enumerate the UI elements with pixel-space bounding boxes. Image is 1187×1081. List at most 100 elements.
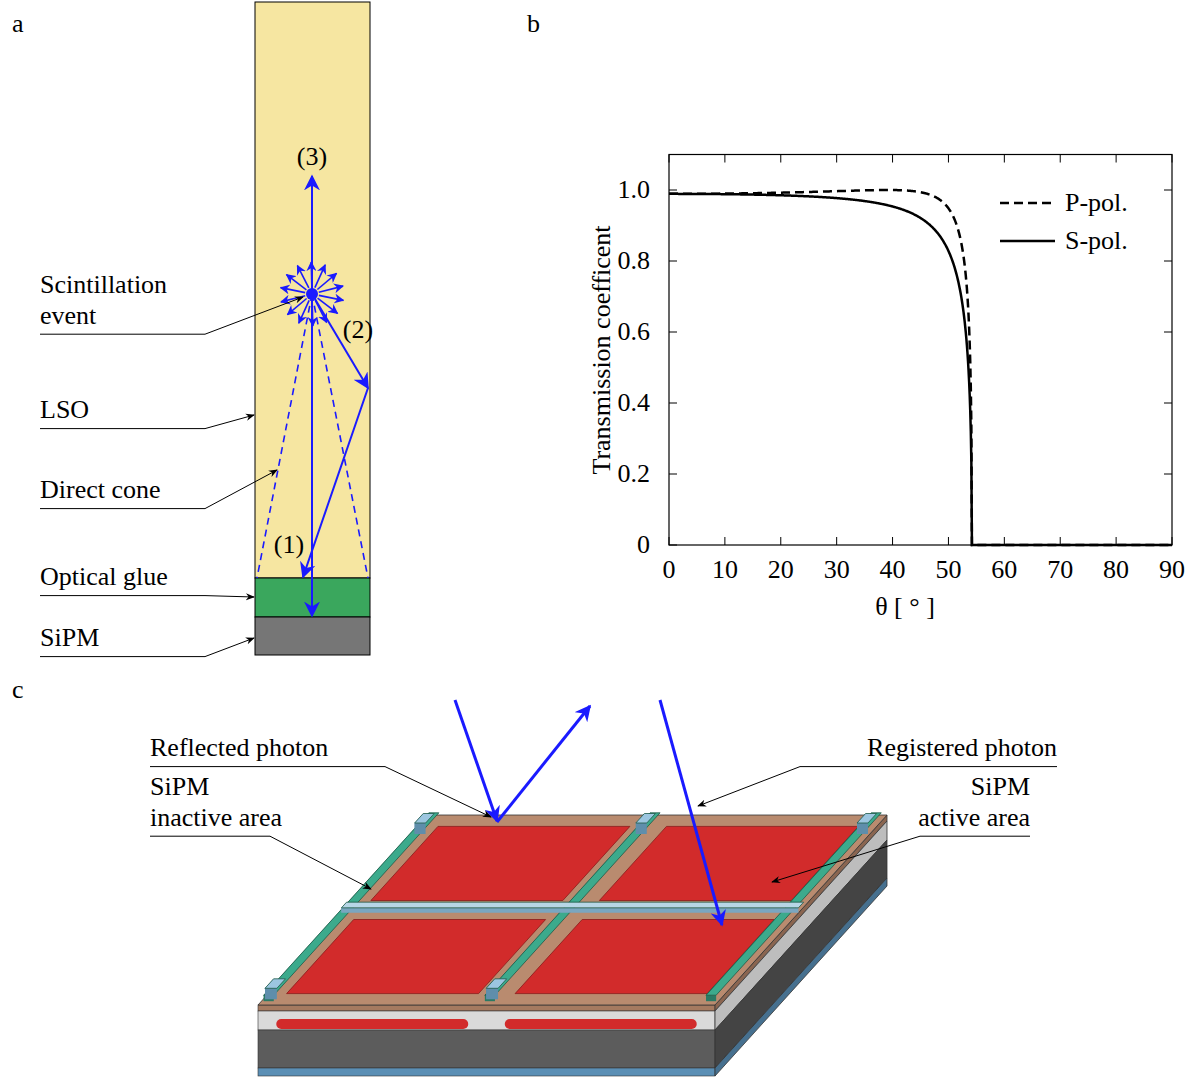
tick-mark <box>892 537 893 545</box>
ray-2-reflected <box>303 388 368 577</box>
panel-letter: a <box>12 8 24 39</box>
reflected-photon-ray <box>497 706 590 822</box>
tick-mark <box>892 155 893 163</box>
emission-arrow <box>311 301 313 326</box>
panel-b <box>669 155 1172 546</box>
panel-letter: b <box>527 8 540 39</box>
sipm-front-layer <box>258 1030 715 1068</box>
tick-label: 0.4 <box>618 387 651 418</box>
tick-mark <box>669 403 677 404</box>
legend-text: S-pol. <box>1065 225 1128 256</box>
part-label: SiPM <box>40 622 99 653</box>
emission-arrow <box>297 266 308 288</box>
ray-1 <box>311 294 313 616</box>
leader-line <box>150 836 371 889</box>
tick-mark <box>948 537 949 545</box>
tick-mark <box>669 332 677 333</box>
callout-number: (3) <box>297 141 327 172</box>
tick-label: 80 <box>1103 554 1129 585</box>
tick-label: 0 <box>663 554 676 585</box>
emission-arrow <box>319 295 344 300</box>
tick-label: 50 <box>935 554 961 585</box>
leader-line <box>40 470 277 509</box>
part-label: Scintillation event <box>40 269 205 331</box>
contact-pad <box>486 979 506 989</box>
legend-line <box>1000 240 1055 243</box>
emission-arrow <box>281 288 306 293</box>
contact-pad <box>265 979 285 989</box>
tick-mark <box>1004 155 1005 163</box>
p-pol-curve <box>669 190 1172 545</box>
tick-label: 90 <box>1159 554 1185 585</box>
legend-line <box>1000 202 1055 205</box>
axis-title: θ [ ° ] <box>875 591 935 622</box>
metal-track <box>341 902 803 908</box>
tick-label: 0 <box>637 529 650 560</box>
sipm-top-surface <box>258 815 887 1005</box>
tick-label: 1.0 <box>618 174 651 205</box>
emission-arrow <box>310 262 312 287</box>
tick-mark <box>724 537 725 545</box>
tick-label: 30 <box>824 554 850 585</box>
tick-mark <box>1164 190 1172 191</box>
leader-line <box>40 596 254 597</box>
legend <box>1000 203 1055 241</box>
tick-mark <box>1164 261 1172 262</box>
part-label: Optical glue <box>40 561 168 592</box>
emission-arrow <box>319 286 343 292</box>
tick-mark <box>948 155 949 163</box>
tick-mark <box>780 155 781 163</box>
part-label: LSO <box>40 394 89 425</box>
tick-label: 10 <box>712 554 738 585</box>
tick-mark <box>669 261 677 262</box>
emission-arrow <box>317 273 336 289</box>
tick-label: 60 <box>991 554 1017 585</box>
tick-label: 0.2 <box>618 458 651 489</box>
tick-label: 0.8 <box>618 245 651 276</box>
callout-label: Registered photon <box>867 732 1057 763</box>
s-pol-curve <box>669 194 1172 545</box>
part-label: Direct cone <box>40 474 161 505</box>
callout-label: Reflected photon <box>150 732 328 763</box>
leader-lines <box>40 297 1057 889</box>
tick-mark <box>1164 332 1172 333</box>
sipm-front-layer <box>258 1068 715 1076</box>
sipm-front-layer <box>258 1011 715 1030</box>
sipm-front-layer <box>258 1005 715 1011</box>
tick-mark <box>669 474 677 475</box>
tick-label: 20 <box>768 554 794 585</box>
callout-label: SiPM active area <box>910 771 1030 833</box>
emission-arrow <box>287 298 306 314</box>
contact-pad <box>857 814 877 824</box>
tick-mark <box>1060 155 1061 163</box>
tick-label: 70 <box>1047 554 1073 585</box>
ray-3 <box>311 176 313 294</box>
tick-mark <box>1164 474 1172 475</box>
panel-letter: c <box>12 674 24 705</box>
metal-track <box>341 908 798 913</box>
callout-number: (1) <box>274 529 304 560</box>
tick-mark <box>836 537 837 545</box>
contact-pad <box>636 814 656 824</box>
diode-well <box>505 1019 697 1029</box>
tick-mark <box>780 537 781 545</box>
leader-line <box>772 836 1030 882</box>
tick-mark <box>669 190 677 191</box>
tick-mark <box>724 155 725 163</box>
panel-c <box>258 700 887 1076</box>
scintillation-point <box>306 288 318 300</box>
tick-mark <box>1164 403 1172 404</box>
emission-arrow <box>315 300 326 322</box>
tick-mark <box>836 155 837 163</box>
plot-frame <box>669 155 1172 546</box>
tick-label: 0.6 <box>618 316 651 347</box>
axis-title: Transmission coefficent <box>586 225 617 474</box>
direct-cone-line <box>257 294 312 578</box>
registered-photon-ray <box>660 700 722 925</box>
contact-pad <box>415 814 435 824</box>
diode-well <box>276 1019 468 1029</box>
tick-label: 40 <box>880 554 906 585</box>
callout-label: SiPM inactive area <box>150 771 290 833</box>
callout-number: (2) <box>343 314 373 345</box>
